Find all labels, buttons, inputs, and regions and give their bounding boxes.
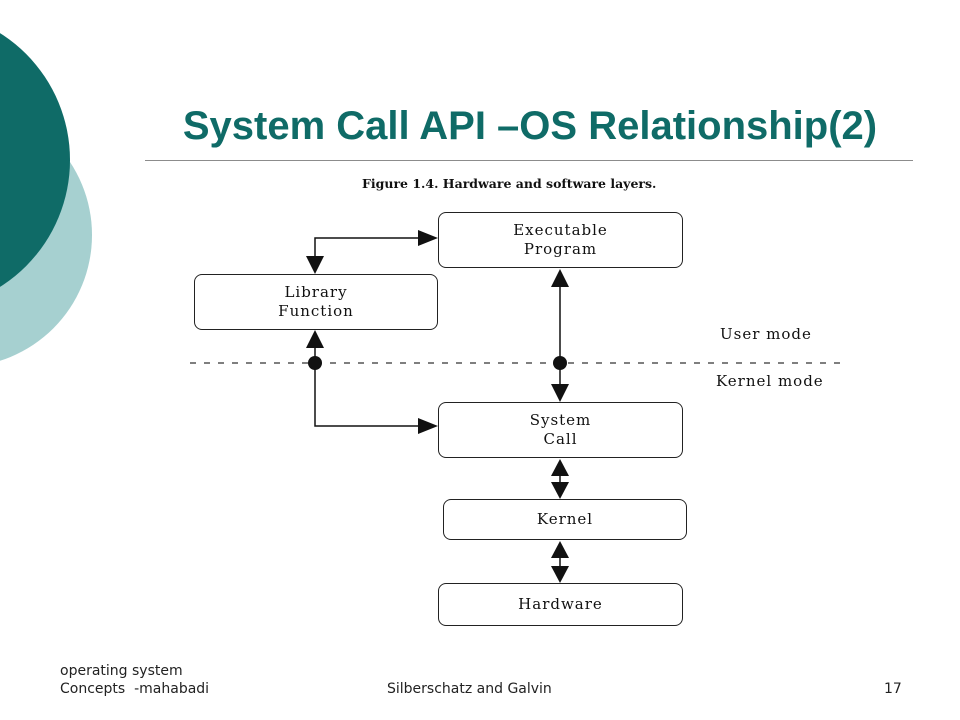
arrowhead-down-to-hardware: [551, 566, 569, 583]
executable-boundary-dot: [553, 356, 567, 370]
hardware-box: Hardware: [438, 583, 683, 626]
library-label-line1: Library: [284, 283, 348, 301]
title-underline: [145, 160, 913, 161]
decorative-circles: [0, 33, 92, 361]
kernel-box: Kernel: [443, 499, 687, 540]
hardware-label: Hardware: [518, 595, 603, 613]
library-boundary-dot: [308, 356, 322, 370]
arrowhead-into-executable: [418, 230, 438, 246]
figure-caption: Figure 1.4. Hardware and software layers…: [362, 176, 657, 191]
footer-left: operating system Concepts -mahabadi: [60, 662, 209, 698]
executable-label-line2: Program: [523, 240, 598, 258]
arrowhead-into-syscall-left: [418, 418, 438, 434]
system-call-box: System Call: [438, 402, 683, 458]
footer-left-line2: Concepts -mahabadi: [60, 681, 210, 697]
library-to-syscall-line: [314, 332, 425, 427]
slide-title: System Call API –OS Relationship(2): [182, 104, 878, 148]
executable-program-box: Executable Program: [438, 212, 683, 268]
executable-label-line1: Executable: [513, 221, 608, 239]
footer-center: Silberschatz and Galvin: [387, 681, 552, 697]
kernel-label: Kernel: [536, 510, 594, 528]
syscall-label-line2: Call: [543, 430, 578, 448]
user-mode-label: User mode: [720, 325, 812, 343]
arrowhead-down-to-syscall: [551, 384, 569, 402]
page-number: 17: [884, 681, 902, 697]
arrowhead-up-to-syscall: [551, 459, 569, 476]
arrowhead-down-to-kernel: [551, 482, 569, 499]
library-label-line2: Function: [278, 302, 354, 320]
dark-teal-circle: [0, 33, 70, 287]
arrowhead-up-to-executable: [551, 269, 569, 287]
arrowhead-up-to-library: [306, 330, 324, 348]
library-function-box: Library Function: [194, 274, 438, 330]
syscall-label-line1: System: [529, 411, 592, 429]
arrowhead-into-library: [306, 256, 324, 274]
kernel-mode-label: Kernel mode: [716, 372, 824, 390]
footer-left-line1: operating system: [60, 663, 183, 679]
arrowhead-up-to-kernel: [551, 541, 569, 558]
library-to-executable-line: [314, 237, 425, 272]
